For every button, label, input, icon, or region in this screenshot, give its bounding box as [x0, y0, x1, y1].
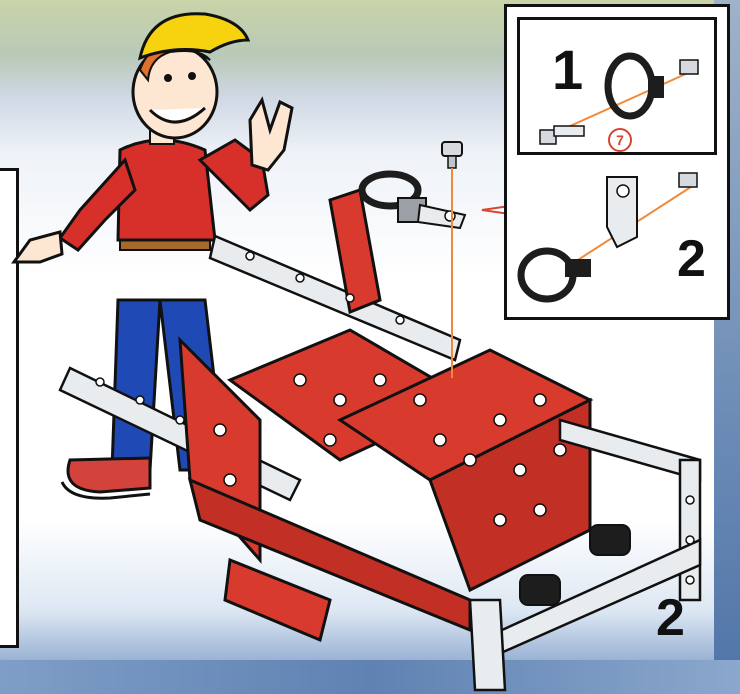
step-number-2-main: 2 [656, 588, 685, 648]
step-number-2-inset: 2 [677, 233, 706, 285]
detail-inset: 1 7 2 [504, 4, 730, 320]
nut-icon [680, 60, 698, 74]
steering-wheel-icon [608, 56, 652, 116]
steering-wheel-icon [362, 174, 465, 228]
bolt-icon [442, 142, 462, 168]
part-number-badge: 7 [608, 128, 632, 152]
nut-icon [679, 173, 697, 187]
detail-step1-box: 1 7 [517, 17, 717, 155]
